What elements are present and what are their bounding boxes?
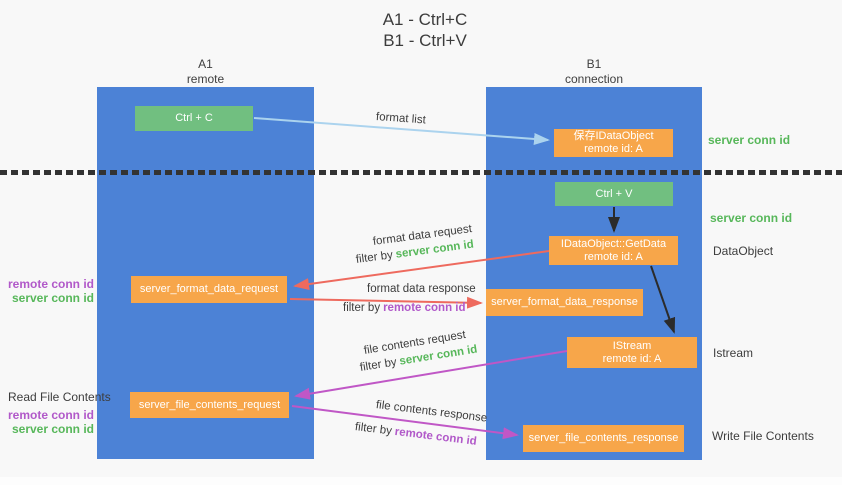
istream-line2: remote id: A: [602, 352, 662, 365]
title-line-b1: B1 - Ctrl+V: [383, 31, 467, 50]
dataobject-annotation: DataObject: [713, 244, 774, 258]
diagram-title: A1 - Ctrl+C B1 - Ctrl+V: [330, 9, 520, 51]
server-format-data-request-box: server_format_data_request: [131, 276, 287, 303]
format-data-response-label: format data response: [367, 283, 476, 295]
server-format-data-response-box: server_format_data_response: [486, 289, 643, 316]
istream-line1: IStream: [612, 339, 652, 352]
server-conn-id-annotation-1: server conn id: [11, 291, 94, 305]
ctrl-v-label: Ctrl + V: [595, 187, 633, 200]
left-conn-id-group-2: remote conn id server conn id: [0, 408, 94, 436]
getdata-to-istream-arrow: [650, 265, 676, 334]
read-file-contents-annotation: Read File Contents: [8, 390, 111, 404]
istream-annotation: Istream: [713, 346, 754, 360]
lane-b-title: B1: [586, 57, 602, 71]
server-format-data-request-label: server_format_data_request: [139, 283, 279, 295]
server-file-contents-request-box: server_file_contents_request: [130, 392, 289, 418]
idataobject-getdata-line1: IDataObject::GetData: [560, 237, 667, 250]
format-data-response-arrow: [289, 296, 483, 309]
idataobject-getdata-box: IDataObject::GetData remote id: A: [549, 236, 678, 265]
remote-conn-id-text: remote conn id: [383, 302, 466, 314]
istream-box: IStream remote id: A: [567, 337, 697, 368]
ctrl-c-box: Ctrl + C: [135, 106, 253, 131]
title-line-a1: A1 - Ctrl+C: [382, 10, 468, 29]
filter-by-text: filter by: [343, 302, 381, 314]
left-conn-id-group-1: remote conn id server conn id: [0, 277, 94, 305]
ctrl-c-label: Ctrl + C: [175, 112, 213, 124]
dotted-divider: [0, 170, 842, 175]
lane-b-subtitle: connection: [564, 72, 624, 86]
server-conn-id-annotation-2: server conn id: [11, 422, 94, 436]
server-file-contents-request-label: server_file_contents_request: [138, 398, 281, 411]
idataobject-getdata-line2: remote id: A: [584, 250, 643, 263]
lane-a-subtitle: remote: [186, 72, 225, 86]
file-contents-response-arrow: [291, 405, 519, 440]
save-idataobject-box: 保存IDataObject remote id: A: [554, 129, 673, 157]
write-file-contents-annotation: Write File Contents: [712, 429, 814, 443]
server-file-contents-response-box: server_file_contents_response: [523, 425, 684, 452]
lane-a-title: A1: [198, 57, 213, 71]
remote-conn-id-annotation-1: remote conn id: [7, 277, 94, 291]
lane-a-header: A1 remote: [97, 57, 314, 87]
ctrl-v-box: Ctrl + V: [555, 182, 673, 206]
save-idataobject-line1: 保存IDataObject: [573, 130, 654, 142]
server-file-contents-response-label: server_file_contents_response: [528, 432, 679, 444]
file-contents-request-arrow: [294, 350, 568, 400]
server-format-data-response-label: server_format_data_response: [491, 296, 638, 308]
format-list-arrow: [253, 117, 550, 145]
format-data-request-arrow: [293, 250, 550, 291]
lane-b-header: B1 connection: [486, 57, 702, 87]
server-conn-id-annotation-mid: server conn id: [710, 211, 793, 225]
bottom-strip: [0, 477, 842, 485]
server-conn-id-annotation-top: server conn id: [708, 133, 791, 147]
remote-conn-id-annotation-2: remote conn id: [7, 408, 94, 422]
save-idataobject-line2: remote id: A: [584, 143, 643, 155]
